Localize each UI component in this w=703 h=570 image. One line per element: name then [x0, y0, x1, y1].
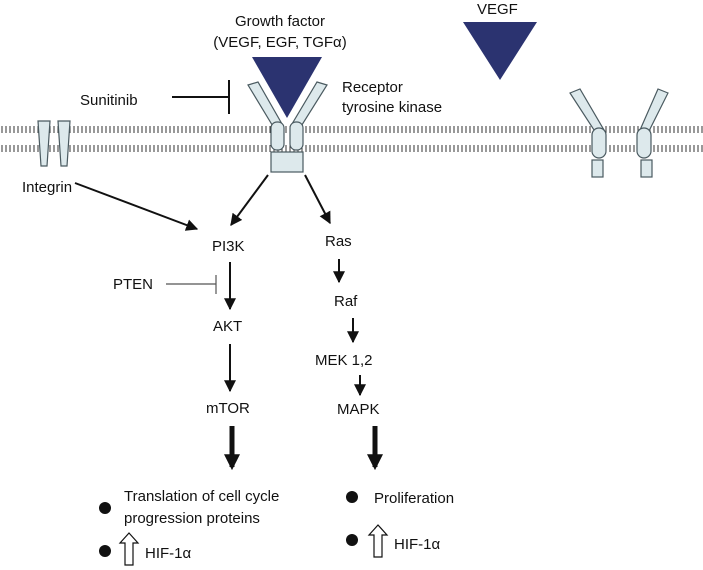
- growth-factor-label: Growth factor: [234, 13, 326, 30]
- vegf-receptor-icon: [569, 88, 669, 178]
- mek-label: MEK 1,2: [315, 352, 373, 369]
- pten-inhibition-icon: [166, 275, 217, 294]
- receptor-label-line1: Receptor: [342, 79, 403, 96]
- arrow-icon: [304, 174, 331, 225]
- raf-label: Raf: [334, 293, 358, 310]
- vegf-triangle-icon: [463, 22, 537, 80]
- integrin-label: Integrin: [22, 179, 73, 196]
- inhibition-bar-icon: [172, 80, 230, 114]
- translation-label-line1: Translation of cell cycle: [124, 488, 280, 505]
- bullet-icon: [346, 534, 358, 546]
- bullet-icon: [99, 545, 111, 557]
- up-arrow-icon: [118, 532, 140, 566]
- sunitinib-label: Sunitinib: [80, 92, 138, 109]
- translation-label-line2: progression proteins: [124, 510, 260, 527]
- proliferation-label: Proliferation: [374, 490, 455, 507]
- ligand-triangle-icon: [252, 57, 322, 118]
- mtor-label: mTOR: [206, 400, 250, 417]
- vegf-label: VEGF: [477, 1, 518, 18]
- bullet-icon: [99, 502, 111, 514]
- integrin-icon: [37, 120, 71, 167]
- receptor-icon: [247, 81, 328, 173]
- receptor-label-line2: tyrosine kinase: [342, 99, 443, 116]
- mapk-label: MAPK: [337, 401, 380, 418]
- pten-label: PTEN: [113, 276, 154, 293]
- growth-factor-examples: (VEGF, EGF, TGFα): [213, 34, 347, 51]
- hif-left-label: HIF-1α: [145, 545, 192, 562]
- arrow-icon: [230, 174, 269, 226]
- ras-label: Ras: [325, 233, 352, 250]
- up-arrow-icon: [367, 524, 389, 558]
- pi3k-label: PI3K: [212, 238, 245, 255]
- bullet-icon: [346, 491, 358, 503]
- hif-right-label: HIF-1α: [394, 536, 441, 553]
- arrow-icon: [74, 182, 199, 231]
- akt-label: AKT: [213, 318, 243, 335]
